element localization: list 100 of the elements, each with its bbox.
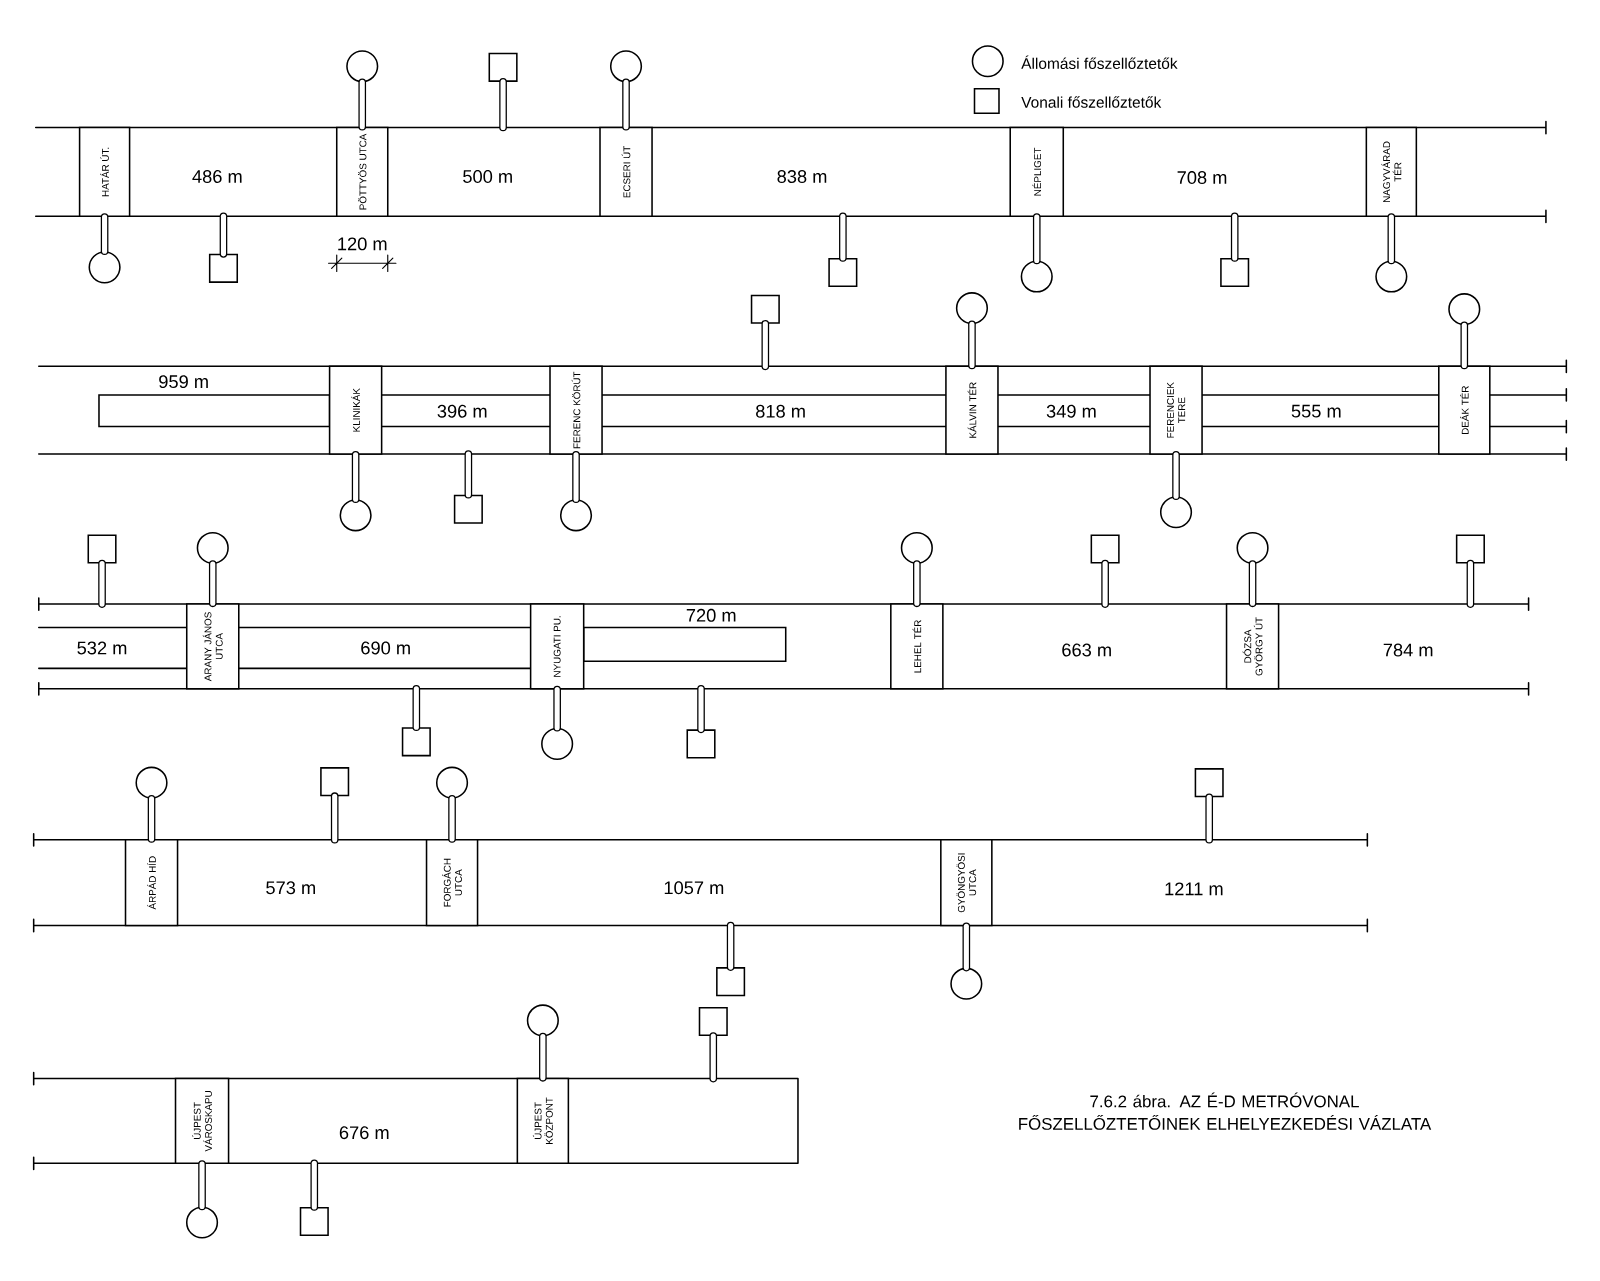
- fan-square: [750, 294, 780, 324]
- distance-label: 1211 m: [1165, 882, 1223, 896]
- distance-label: 396 m: [437, 404, 487, 418]
- shaft-line: [310, 1159, 319, 1211]
- fan-square: [1090, 534, 1120, 564]
- shaft-line: [709, 1032, 718, 1083]
- fan-circle: [88, 251, 121, 284]
- shaft-line: [553, 685, 561, 732]
- shaft-line: [464, 450, 473, 499]
- station-box: ÚJPEST KÖZPONT: [516, 1078, 570, 1165]
- shaft-line: [968, 320, 976, 370]
- distance-label: 690 m: [361, 641, 410, 655]
- fan-circle: [1375, 260, 1408, 293]
- fan-circle: [559, 499, 593, 532]
- station-box: FERENCIEK TERE: [1149, 365, 1203, 456]
- shaft-line: [622, 78, 630, 131]
- station-box: NYUGATI PU.: [529, 603, 585, 690]
- station-box: NAGYVÁRAD TÉR: [1365, 126, 1418, 218]
- distance-label: 555 m: [1291, 405, 1341, 418]
- fan-circle: [609, 50, 643, 83]
- distance-label: 708 m: [1177, 171, 1227, 185]
- shaft-line: [358, 78, 367, 131]
- shaft-line: [1172, 451, 1180, 501]
- caption: 7.6.2 ábra. AZ É-D METRÓVONAL FŐSZELLŐZTETŐINEK ELHELYEZKEDÉSI VÁZLATA: [1019, 1092, 1432, 1131]
- fan-square: [87, 534, 117, 564]
- station-box: ARANY JÁNOS UTCA: [185, 603, 240, 690]
- shaft-line: [330, 792, 339, 844]
- shaft-line: [147, 795, 156, 844]
- station-box: HATÁR ÚT.: [78, 126, 131, 218]
- fan-square: [320, 767, 350, 797]
- fan-square: [686, 729, 716, 759]
- shaft-line: [839, 212, 847, 262]
- fan-circle: [196, 532, 229, 565]
- legend-text: Vonali főszellőztetők: [1021, 96, 1162, 108]
- fan-circle: [955, 292, 989, 325]
- shaft-line: [1466, 559, 1475, 609]
- fan-square: [698, 1007, 728, 1037]
- distance-label: 818 m: [756, 404, 805, 418]
- shaft-line: [412, 685, 421, 732]
- distance-label: 784 m: [1383, 643, 1433, 657]
- fan-circle: [950, 967, 983, 1000]
- station-box: GYÖNGYÖSI UTCA: [940, 839, 993, 927]
- fan-circle: [900, 532, 933, 565]
- shaft-line: [351, 451, 360, 504]
- fan-square: [716, 967, 746, 997]
- shaft-line: [219, 212, 228, 258]
- fan-circle: [541, 728, 574, 761]
- station-box: FORGÁCH UTCA: [425, 839, 479, 927]
- station-box: DÓZSA GYÖRGY ÚT: [1225, 603, 1280, 690]
- fan-circle: [526, 1004, 559, 1037]
- shaft-line: [1101, 559, 1109, 609]
- fan-square: [453, 494, 483, 524]
- station-box: NÉPLIGET: [1009, 126, 1065, 218]
- shaft-line: [448, 795, 456, 844]
- legend-text: Állomási főszellőztetők: [1021, 55, 1178, 70]
- shaft-line: [499, 78, 507, 132]
- distance-label: 486 m: [192, 170, 242, 184]
- shaft-line: [913, 560, 921, 608]
- shaft-line: [1205, 793, 1213, 844]
- station-box: FERENC KÖRÚT: [549, 365, 603, 456]
- station-box: KLINIKÁK: [328, 365, 383, 456]
- fan-square: [1220, 258, 1250, 288]
- shaft-line: [1387, 213, 1396, 265]
- distance-label: 1057 m: [664, 881, 724, 895]
- shaft-line: [98, 559, 106, 609]
- station-box: ECSERI ÚT: [599, 126, 653, 218]
- fan-square: [488, 53, 518, 83]
- fan-circle: [435, 766, 469, 799]
- shaft-line: [761, 320, 770, 371]
- fan-circle: [185, 1206, 219, 1239]
- fan-square: [1455, 534, 1485, 564]
- fan-circle: [1159, 496, 1193, 529]
- shaft-line: [1460, 321, 1469, 370]
- distance-label: 573 m: [266, 881, 315, 895]
- distance-label: 532 m: [77, 641, 127, 655]
- station-box: DEÁK TÉR: [1438, 365, 1491, 456]
- distance-label: 500 m: [463, 170, 512, 184]
- fan-circle: [1448, 293, 1481, 326]
- fan-square: [299, 1207, 329, 1237]
- station-box: LEHEL TÉR: [890, 603, 944, 690]
- fan-circle: [1236, 532, 1269, 565]
- shaft-line: [962, 922, 971, 972]
- fan-circle: [346, 50, 379, 83]
- fan-circle: [339, 499, 372, 532]
- shaft-line: [1248, 560, 1257, 608]
- station-box: ÁRPÁD HÍD: [124, 839, 179, 927]
- dimension-label: 120 m: [338, 237, 387, 251]
- shaft-line: [726, 921, 735, 972]
- shaft-line: [539, 1032, 547, 1082]
- fan-circle: [135, 766, 168, 799]
- station-box: KÁLVIN TÉR: [945, 365, 999, 456]
- fan-circle: [1020, 260, 1053, 293]
- fan-square: [1194, 768, 1224, 798]
- shaft-line: [198, 1160, 206, 1211]
- distance-label: 838 m: [777, 170, 827, 184]
- station-box: PÖTTYÖS UTCA: [335, 126, 389, 218]
- shaft-line: [100, 213, 109, 256]
- fan-square: [401, 727, 431, 757]
- shaft-line: [1032, 213, 1041, 265]
- distance-label: 959 m: [159, 375, 208, 389]
